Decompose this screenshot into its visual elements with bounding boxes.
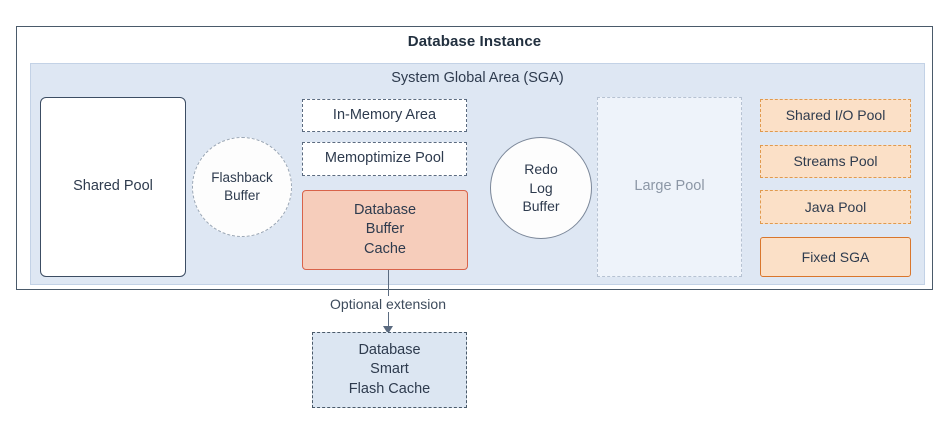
node-shared-pool[interactable]: Shared Pool [40, 97, 186, 277]
node-large-pool[interactable]: Large Pool [597, 97, 742, 277]
node-java-pool-label: Java Pool [804, 198, 867, 215]
node-memoptimize-pool-label: Memoptimize Pool [324, 150, 445, 167]
node-redo-log-buffer-label-line3: Buffer [522, 198, 560, 215]
node-redo-log-buffer[interactable]: Redo Log Buffer [490, 137, 592, 239]
node-in-memory-area[interactable]: In-Memory Area [302, 99, 467, 132]
node-flashback-buffer-label-line1: Flashback [211, 170, 273, 186]
node-fixed-sga[interactable]: Fixed SGA [760, 237, 911, 277]
node-java-pool[interactable]: Java Pool [760, 190, 911, 224]
node-streams-pool[interactable]: Streams Pool [760, 145, 911, 178]
node-database-buffer-cache[interactable]: Database Buffer Cache [302, 190, 468, 270]
database-instance-title: Database Instance [407, 33, 542, 50]
connector-label: Optional extension [250, 296, 526, 312]
node-memoptimize-pool[interactable]: Memoptimize Pool [302, 142, 467, 176]
node-database-smart-flash-cache-label-line3: Flash Cache [348, 380, 431, 397]
node-redo-log-buffer-label-line2: Log [529, 179, 553, 196]
node-flashback-buffer[interactable]: Flashback Buffer [192, 137, 292, 237]
node-streams-pool-label: Streams Pool [793, 153, 878, 170]
node-shared-io-pool[interactable]: Shared I/O Pool [760, 99, 911, 132]
node-redo-log-buffer-label-line1: Redo [524, 161, 558, 178]
sga-title: System Global Area (SGA) [391, 70, 564, 86]
node-fixed-sga-label: Fixed SGA [801, 248, 870, 265]
node-database-buffer-cache-label-line1: Database [353, 202, 417, 219]
node-database-buffer-cache-label-line2: Buffer [365, 221, 405, 238]
node-flashback-buffer-label-line2: Buffer [224, 188, 260, 203]
node-large-pool-label: Large Pool [634, 178, 705, 195]
node-database-smart-flash-cache[interactable]: Database Smart Flash Cache [312, 332, 467, 408]
node-database-smart-flash-cache-label-line1: Database [358, 342, 421, 359]
node-shared-pool-label: Shared Pool [73, 178, 153, 195]
node-in-memory-area-label: In-Memory Area [332, 106, 437, 123]
node-database-smart-flash-cache-label-line2: Smart [370, 361, 409, 378]
connector-arrow-icon [383, 326, 393, 334]
connector-label-text: Optional extension [326, 296, 450, 312]
node-shared-io-pool-label: Shared I/O Pool [785, 107, 886, 124]
node-database-buffer-cache-label-line3: Cache [364, 240, 406, 257]
